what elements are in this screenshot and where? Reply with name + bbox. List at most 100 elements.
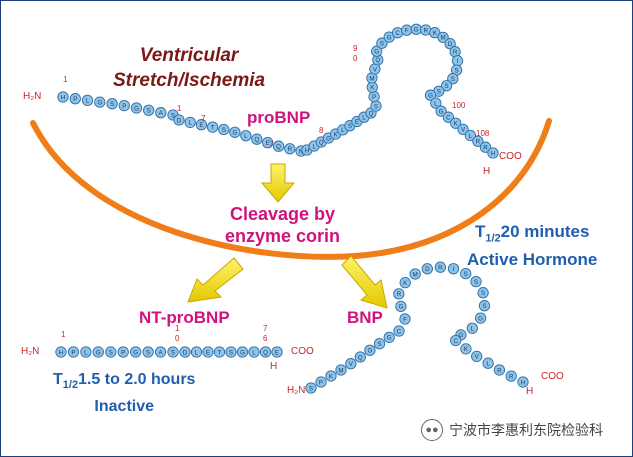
residue-letter: L: [86, 98, 90, 105]
residue-bead: [251, 133, 263, 145]
residue-bead: [130, 102, 143, 114]
residue-letter: C: [397, 328, 402, 335]
residue-bead: [479, 141, 492, 153]
residue-letter: Q: [375, 57, 380, 64]
bnp-halflife-sub: 1/2: [485, 232, 501, 245]
residue-letter: I: [453, 266, 455, 273]
residue-letter: D: [448, 41, 453, 48]
residue-bead: [457, 123, 469, 136]
residue-bead: [248, 346, 260, 358]
bnp-status: Active Hormone: [467, 250, 598, 270]
residue-bead: [271, 346, 283, 358]
residue-bead: [354, 351, 366, 363]
residue-letter: A: [159, 349, 164, 356]
residue-letter: V: [349, 361, 354, 368]
arrow-down: [260, 163, 296, 203]
residue-letter: L: [471, 326, 475, 333]
residue-letter: S: [445, 83, 449, 90]
pro-num-108: 108: [476, 129, 490, 138]
residue-letter: S: [481, 290, 485, 297]
residue-bead: [213, 346, 226, 358]
residue-letter: Q: [358, 354, 363, 361]
residue-letter: G: [398, 304, 403, 311]
residue-letter: V: [475, 354, 480, 361]
residue-letter: S: [482, 303, 486, 310]
residue-letter: S: [110, 101, 114, 108]
residue-letter: Q: [263, 349, 268, 356]
residue-letter: L: [188, 120, 192, 127]
residue-letter: S: [455, 67, 459, 74]
residue-bead: [345, 358, 357, 370]
residue-letter: N: [299, 148, 303, 155]
pro-num-77: 8: [319, 126, 324, 135]
residue-bead: [94, 96, 106, 108]
residue-letter: D: [183, 349, 188, 356]
residue-letter: Q: [276, 144, 281, 151]
residue-letter: S: [171, 112, 175, 119]
residue-letter: T: [211, 124, 215, 131]
residue-bead: [69, 93, 81, 105]
residue-letter: S: [146, 349, 150, 356]
residue-bead: [190, 346, 203, 358]
residue-bead: [371, 45, 383, 57]
residue-bead: [464, 129, 477, 142]
nt-status: Inactive: [94, 398, 155, 416]
residue-bead: [179, 346, 191, 358]
residue-letter: R: [453, 49, 458, 56]
residue-letter: I: [457, 58, 459, 65]
residue-letter: M: [413, 271, 418, 278]
residue-letter: G: [478, 315, 483, 322]
bnp-halflife: T1/220 minutes: [467, 221, 597, 249]
residue-letter: S: [464, 271, 468, 278]
residue-letter: R: [509, 373, 514, 380]
residue-numbers: 1 1 7 7 8 9 0 100 108 1 1 0 7 6: [61, 44, 490, 343]
residue-bead: [477, 287, 489, 299]
residue-bead: [460, 343, 472, 355]
residue-letter: L: [195, 349, 199, 356]
residue-letter: G: [458, 332, 463, 339]
residue-bead: [117, 346, 129, 358]
residue-letter: K: [329, 373, 334, 380]
residue-letter: G: [97, 99, 102, 106]
residue-letter: R: [483, 145, 488, 152]
residue-letter: G: [374, 49, 379, 56]
residue-letter: F: [405, 28, 409, 35]
residue-letter: C: [446, 115, 451, 122]
cleavage-label: Cleavage by enzyme corin: [225, 203, 340, 247]
residue-bead: [450, 334, 462, 347]
bnp-coo-label: COO: [541, 371, 564, 382]
residue-letter: G: [439, 108, 444, 115]
nt-halflife-sub: 1/2: [62, 379, 79, 392]
residue-letter: H: [521, 379, 525, 386]
residue-letter: R: [497, 367, 502, 374]
residue-letter: D: [425, 266, 430, 273]
residue-letter: K: [334, 131, 339, 138]
residue-bead: [143, 104, 155, 116]
residue-bead: [225, 346, 237, 358]
residue-bead: [447, 263, 460, 275]
residue-bead: [154, 346, 167, 358]
cleavage-line-2: enzyme corin: [225, 226, 341, 246]
nt-halflife-block: T1/21.5 to 2.0 hours Inactive: [53, 369, 195, 417]
residue-letter: M: [338, 367, 343, 374]
residue-letter: F: [403, 316, 407, 323]
residue-letter: G: [414, 27, 419, 34]
residue-letter: S: [109, 349, 113, 356]
residue-bead: [444, 38, 456, 50]
nt-num-76b: 6: [263, 334, 268, 343]
residue-letter: G: [367, 348, 372, 355]
probnp-label: proBNP: [247, 108, 311, 127]
bnp-h-label: H: [526, 386, 533, 397]
residue-letter: G: [387, 335, 392, 342]
residue-bead: [335, 364, 347, 376]
residue-letter: L: [469, 133, 473, 140]
residue-bead: [106, 98, 118, 110]
pro-num-1: 1: [63, 75, 68, 84]
residue-bead: [236, 346, 249, 358]
residue-letter: S: [309, 385, 313, 392]
residue-letter: H: [491, 150, 495, 157]
stretch-line-2: Stretch/Ischemia: [113, 70, 266, 91]
